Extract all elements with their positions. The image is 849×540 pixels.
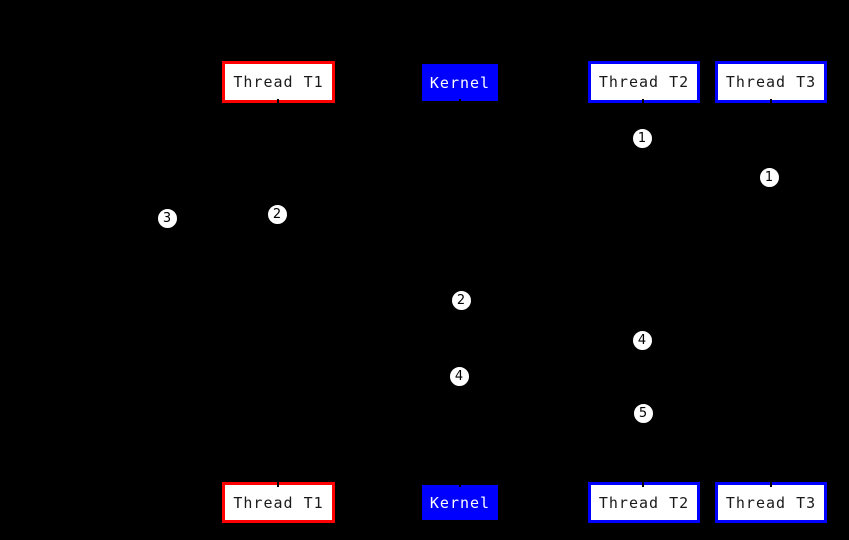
participant-box-thread-t3-bottom: Thread T3 (715, 482, 827, 523)
participant-box-thread-t3-top: Thread T3 (715, 61, 827, 103)
sequence-badge: 3 (156, 207, 178, 229)
sequence-badge: 1 (758, 166, 780, 188)
lifeline-thread-t3 (770, 99, 772, 487)
participant-label: Kernel (429, 493, 491, 512)
sequence-badge: 1 (631, 127, 653, 149)
sequence-badge: 2 (266, 203, 288, 225)
participant-box-thread-t2-bottom: Thread T2 (588, 482, 700, 523)
participant-box-thread-t1-top: Thread T1 (222, 61, 335, 103)
sequence-badge: 4 (631, 329, 653, 351)
participant-label: Thread T2 (598, 493, 690, 512)
lifeline-thread-t2 (642, 99, 644, 487)
participant-label: Thread T2 (598, 73, 690, 91)
participant-box-kernel-bottom: Kernel (422, 485, 498, 520)
participant-box-thread-t2-top: Thread T2 (588, 61, 700, 103)
participant-box-thread-t1-bottom: Thread T1 (222, 482, 335, 523)
participant-label: Thread T1 (233, 493, 324, 512)
participant-label: Thread T3 (725, 493, 817, 512)
participant-label: Thread T3 (725, 73, 817, 91)
sequence-badge: 4 (448, 365, 470, 387)
lifeline-thread-t1 (277, 99, 279, 487)
participant-box-kernel-top: Kernel (422, 64, 498, 101)
participant-label: Kernel (429, 73, 491, 92)
sequence-badge: 5 (632, 402, 654, 424)
sequence-badge: 2 (450, 289, 472, 311)
participant-label: Thread T1 (233, 73, 324, 91)
